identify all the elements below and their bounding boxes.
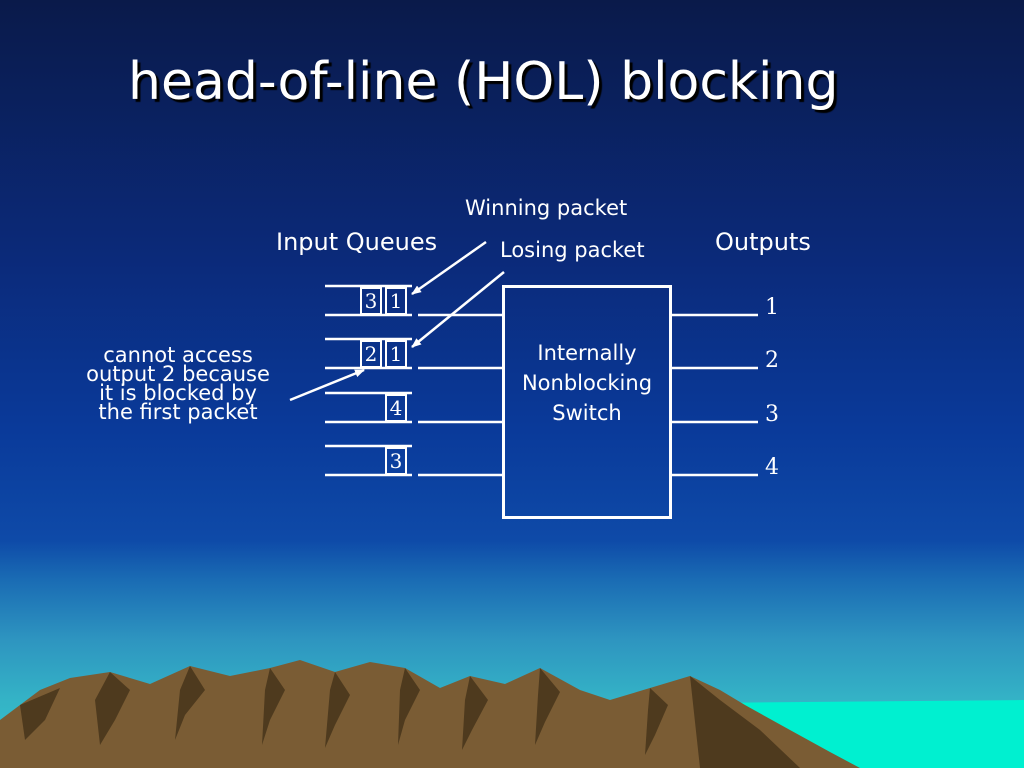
queue-4-lines [325,444,412,477]
mountain-range [0,660,860,768]
mountain-shading [20,666,800,768]
queue-1-cell-2: 1 [385,287,407,315]
switch-label: Internally Nonblocking Switch [505,338,669,428]
output-3-number: 3 [765,402,779,427]
queue-2-cell-1: 2 [360,340,382,368]
winning-packet-arrow [411,240,487,296]
winning-packet-label: Winning packet [465,196,628,220]
queue-2-cell-2: 1 [385,340,407,368]
note-line-1: cannot access [103,343,253,367]
output-2-number: 2 [765,348,779,373]
output-links [672,313,758,477]
queue-2-lines [325,337,412,370]
losing-packet-label: Losing packet [500,238,645,262]
note-line-2: output 2 because [86,362,270,386]
losing-packet-arrow [411,271,505,348]
queue-1-cell-1: 3 [360,287,382,315]
queue-3-cell-1: 4 [385,394,407,422]
output-4-number: 4 [765,455,779,480]
note-line-4: the first packet [98,400,258,424]
input-queues-label: Input Queues [276,228,438,256]
switch-label-line-2: Nonblocking [521,371,653,395]
output-1-number: 1 [765,295,779,320]
blocked-note: cannot access output 2 because it is blo… [70,343,286,424]
blocked-note-arrow [289,368,365,402]
queue-3-lines [325,391,412,424]
queue-1-lines [325,284,412,317]
queue-4-cell-1: 3 [385,447,407,475]
note-line-3: it is blocked by [99,381,257,405]
switch-label-line-3: Switch [552,401,622,425]
switch-label-line-1: Internally [537,341,637,365]
input-links [418,313,502,477]
switch-box: Internally Nonblocking Switch [502,285,672,519]
slide-title: head-of-line (HOL) blocking [128,52,839,112]
outputs-label: Outputs [715,228,811,256]
